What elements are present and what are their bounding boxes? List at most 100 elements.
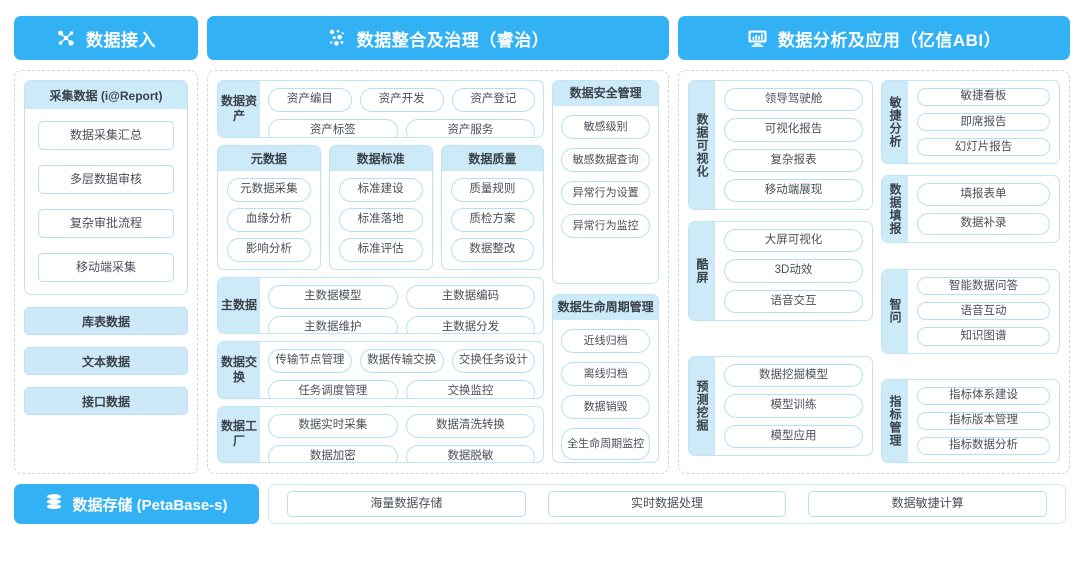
chip-item[interactable]: 多层数据审核 bbox=[38, 165, 174, 194]
group-label: 数据交换 bbox=[218, 342, 260, 398]
chip-item[interactable]: 敏感级别 bbox=[561, 115, 650, 139]
group-label-text: 酷屏 bbox=[695, 258, 709, 284]
chip-row: 主数据模型 主数据编码 bbox=[268, 284, 536, 309]
chip-item[interactable]: 血缘分析 bbox=[227, 207, 311, 232]
chip-item[interactable]: 移动端采集 bbox=[38, 253, 174, 282]
header-title: 数据分析及应用（亿信ABI） bbox=[777, 30, 1002, 50]
chip-item[interactable]: 模型应用 bbox=[724, 424, 863, 448]
group-body: 领导驾驶舱 可视化报告 复杂报表 移动端展现 bbox=[715, 81, 872, 209]
chip-item[interactable]: 复杂审批流程 bbox=[38, 209, 174, 238]
chip-row: 主数据维护 主数据分发 bbox=[268, 315, 536, 334]
chip-item[interactable]: 数据实时采集 bbox=[268, 413, 398, 438]
chip-item[interactable]: 任务调度管理 bbox=[268, 380, 398, 398]
chip-item[interactable]: 异常行为监控 bbox=[561, 214, 650, 238]
chip-item[interactable]: 传输节点管理 bbox=[268, 349, 352, 373]
chip-item[interactable]: 资产编目 bbox=[268, 88, 352, 112]
chip-item[interactable]: 数据脱敏 bbox=[405, 444, 536, 463]
chip-item[interactable]: 海量数据存储 bbox=[287, 491, 526, 517]
chip-item[interactable]: 领导驾驶舱 bbox=[724, 88, 863, 112]
chip-item[interactable]: 主数据维护 bbox=[268, 315, 398, 334]
group-body: 填报表单 数据补录 bbox=[908, 176, 1059, 242]
header-data-storage[interactable]: 数据存储 (PetaBase-s) bbox=[14, 484, 259, 524]
chip-item[interactable]: 实时数据处理 bbox=[547, 491, 787, 517]
chip-item[interactable]: 可视化报告 bbox=[724, 118, 863, 142]
chip-item[interactable]: 标准建设 bbox=[338, 177, 423, 202]
chip-item[interactable]: 影响分析 bbox=[227, 237, 311, 262]
chip-item[interactable]: 质量规则 bbox=[450, 177, 535, 202]
chip-item[interactable]: 资产服务 bbox=[405, 119, 536, 137]
header-data-analysis[interactable]: 数据分析及应用（亿信ABI） bbox=[678, 16, 1070, 60]
chip-item[interactable]: 异常行为设置 bbox=[561, 181, 650, 205]
chip-item[interactable]: 交换监控 bbox=[405, 380, 536, 398]
chip-item[interactable]: 离线归档 bbox=[561, 362, 650, 386]
chip-item[interactable]: 资产标签 bbox=[268, 119, 398, 137]
chip-item[interactable]: 数据挖掘模型 bbox=[724, 364, 863, 388]
chip-item[interactable]: 敏捷看板 bbox=[916, 88, 1050, 107]
chip-item[interactable]: 数据补录 bbox=[916, 212, 1050, 236]
chip-item[interactable]: 数据采集汇总 bbox=[38, 121, 174, 150]
header-data-ingest[interactable]: 数据接入 bbox=[14, 16, 198, 60]
column-data-analysis: 数据分析及应用（亿信ABI） 数据可视化 领导驾驶舱 可视化报告 复杂报表 移动… bbox=[678, 16, 1070, 474]
chip-standalone[interactable]: 库表数据 bbox=[24, 307, 188, 335]
chip-item[interactable]: 复杂报表 bbox=[724, 148, 863, 172]
group-label-text: 数据填报 bbox=[887, 183, 902, 236]
chip-item[interactable]: 知识图谱 bbox=[916, 327, 1050, 346]
header-title: 数据接入 bbox=[86, 30, 156, 50]
chip-item[interactable]: 主数据编码 bbox=[405, 284, 536, 309]
chip-row: 数据加密 数据脱敏 bbox=[268, 444, 536, 463]
chip-item[interactable]: 标准落地 bbox=[338, 207, 423, 232]
chip-item[interactable]: 近线归档 bbox=[561, 329, 650, 353]
chip-item[interactable]: 语音交互 bbox=[724, 289, 863, 313]
chip-item[interactable]: 交换任务设计 bbox=[451, 349, 536, 373]
subcard-data-quality: 数据质量 质量规则 质检方案 数据整改 bbox=[440, 144, 545, 270]
group-data-reporting: 数据填报 填报表单 数据补录 bbox=[880, 175, 1060, 244]
chip-item[interactable]: 数据敏捷计算 bbox=[808, 491, 1048, 517]
chip-item[interactable]: 指标体系建设 bbox=[916, 386, 1050, 405]
chip-standalone[interactable]: 文本数据 bbox=[24, 347, 188, 375]
group-data-visualization: 数据可视化 领导驾驶舱 可视化报告 复杂报表 移动端展现 bbox=[688, 80, 873, 210]
sidecard-data-security: 数据安全管理 敏感级别 敏感数据查询 异常行为设置 异常行为监控 bbox=[552, 80, 659, 284]
card-collect-data: 采集数据 (i@Report) 数据采集汇总 多层数据审核 复杂审批流程 移动端… bbox=[24, 80, 188, 295]
chip-item[interactable]: 资产开发 bbox=[359, 88, 444, 112]
column-data-governance: 数据整合及治理（睿治） 数据资产 资产编目 资产开发 资产登记 bbox=[207, 16, 669, 474]
chip-item[interactable]: 数据整改 bbox=[450, 237, 535, 262]
chip-item[interactable]: 模型训练 bbox=[724, 394, 863, 418]
chip-item[interactable]: 资产登记 bbox=[451, 88, 536, 112]
chip-item[interactable]: 3D动效 bbox=[724, 259, 863, 283]
chip-item[interactable]: 全生命周期监控 bbox=[561, 428, 650, 460]
chip-item[interactable]: 数据清洗转换 bbox=[405, 413, 536, 438]
group-label: 数据工厂 bbox=[218, 406, 260, 462]
group-body: 数据挖掘模型 模型训练 模型应用 bbox=[715, 357, 872, 455]
chip-item[interactable]: 幻灯片报告 bbox=[916, 138, 1050, 157]
chip-item[interactable]: 元数据采集 bbox=[227, 177, 311, 202]
chip-item[interactable]: 数据销毁 bbox=[561, 395, 650, 419]
chip-item[interactable]: 即席报告 bbox=[916, 113, 1050, 132]
monitor-chart-icon bbox=[747, 28, 768, 48]
chip-item[interactable]: 数据加密 bbox=[268, 444, 398, 463]
chip-item[interactable]: 敏感数据查询 bbox=[561, 148, 650, 172]
chip-item[interactable]: 大屏可视化 bbox=[724, 229, 863, 253]
chip-item[interactable]: 智能数据问答 bbox=[916, 277, 1050, 296]
chip-item[interactable]: 质检方案 bbox=[450, 207, 535, 232]
chip-item[interactable]: 指标版本管理 bbox=[916, 411, 1050, 430]
card-body: 数据采集汇总 多层数据审核 复杂审批流程 移动端采集 bbox=[25, 109, 187, 294]
header-title: 数据整合及治理（睿治） bbox=[356, 30, 550, 50]
group-label: 主数据 bbox=[218, 277, 260, 333]
group-label: 数据可视化 bbox=[689, 81, 715, 209]
group-body: 传输节点管理 数据传输交换 交换任务设计 任务调度管理 交换监控 bbox=[260, 342, 543, 398]
chip-item[interactable]: 指标数据分析 bbox=[916, 436, 1050, 455]
group-label: 酷屏 bbox=[689, 222, 715, 320]
chip-standalone[interactable]: 接口数据 bbox=[24, 387, 188, 415]
column-data-ingest: 数据接入 采集数据 (i@Report) 数据采集汇总 多层数据审核 复杂审批流… bbox=[14, 16, 198, 474]
chip-item[interactable]: 主数据分发 bbox=[405, 315, 536, 334]
header-data-governance[interactable]: 数据整合及治理（睿治） bbox=[207, 16, 669, 60]
chip-item[interactable]: 数据传输交换 bbox=[359, 349, 444, 373]
subcard-metadata: 元数据 元数据采集 血缘分析 影响分析 bbox=[217, 144, 321, 270]
chip-item[interactable]: 主数据模型 bbox=[268, 284, 398, 309]
chip-item[interactable]: 填报表单 bbox=[916, 183, 1050, 206]
chip-item[interactable]: 语音互动 bbox=[916, 302, 1050, 321]
chip-item[interactable]: 标准评估 bbox=[338, 237, 423, 262]
panel-storage-items: 海量数据存储 实时数据处理 数据敏捷计算 bbox=[268, 484, 1066, 524]
chip-item[interactable]: 移动端展现 bbox=[724, 178, 863, 202]
